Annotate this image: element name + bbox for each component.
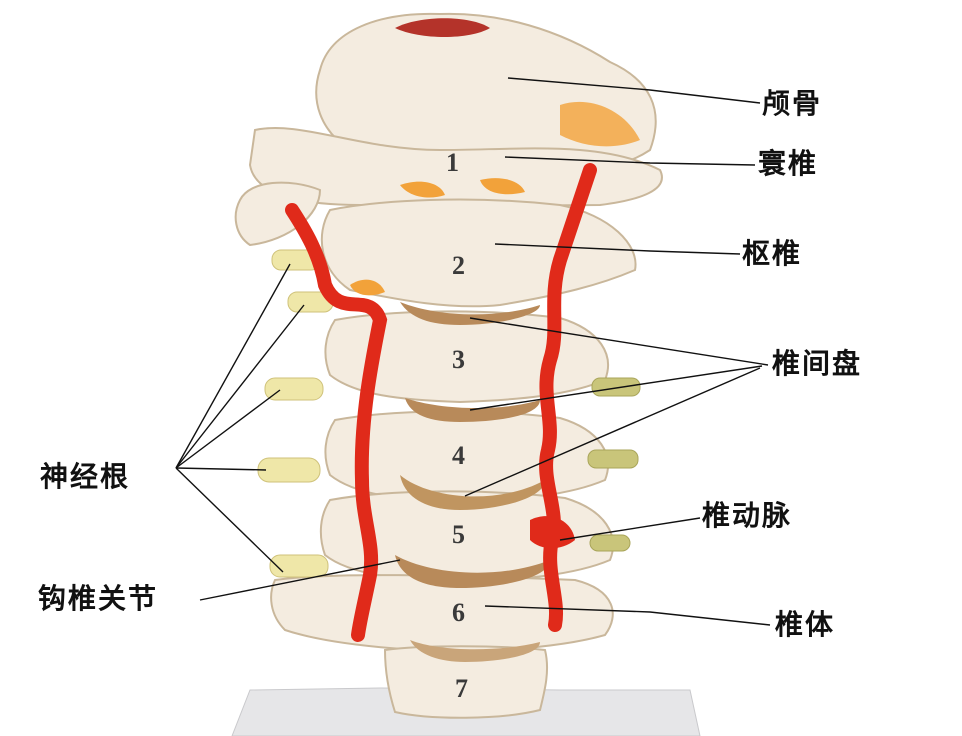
- pointer-nerve-4: [175, 467, 267, 471]
- vertebra-number-1: 1: [446, 148, 459, 177]
- label-nerve-root: 神经根: [40, 460, 131, 493]
- pointer-nerve-2: [175, 304, 305, 469]
- vertebra-c1: [248, 126, 663, 209]
- label-occipital: 颅骨: [762, 87, 823, 120]
- disc-c4-c5: [400, 475, 545, 510]
- pointer-atlas: [504, 156, 756, 166]
- disc-c5-c6: [395, 555, 550, 588]
- pointer-disc-1: [469, 317, 769, 366]
- label-uncovertebral-joint: 钩椎关节: [38, 582, 159, 615]
- vertebra-number-5: 5: [452, 520, 465, 549]
- pointer-nerve-1: [175, 263, 291, 469]
- label-vertebral-artery: 椎动脉: [702, 499, 793, 532]
- vertebra-c7: [383, 645, 549, 719]
- label-atlas: 寰椎: [758, 147, 819, 180]
- vertebra-c3: [324, 310, 609, 404]
- label-vertebral-body: 椎体: [775, 608, 836, 641]
- vertebra-number-7: 7: [455, 674, 468, 703]
- pointer-nerve-3: [175, 389, 281, 469]
- pointer-vertebral-artery: [559, 517, 701, 541]
- disc-c6-c7: [410, 640, 540, 662]
- nerve-root-5: [269, 554, 329, 578]
- pointer-axis: [494, 243, 741, 255]
- label-intervertebral-disc: 椎间盘: [772, 347, 863, 380]
- vertebral-artery-left: [285, 203, 388, 642]
- pointer-vertebral-body: [484, 605, 771, 626]
- pointer-lines: [175, 77, 771, 626]
- pointer-disc-3: [464, 367, 761, 497]
- nerve-root-3: [264, 377, 324, 401]
- nerve-root-4: [257, 457, 321, 483]
- pointer-disc-2: [469, 365, 763, 411]
- vertebra-number-4: 4: [452, 441, 465, 470]
- disc-c2-c3: [400, 302, 540, 325]
- vertebra-number-6: 6: [452, 598, 465, 627]
- pointer-occipital: [507, 77, 761, 104]
- pointer-uncovertebral-joint: [199, 559, 401, 601]
- label-axis: 枢椎: [742, 237, 803, 270]
- spine-column: [234, 12, 663, 719]
- pointer-nerve-5: [175, 467, 284, 573]
- vertebra-number-2: 2: [452, 251, 465, 280]
- vertebra-number-3: 3: [452, 345, 465, 374]
